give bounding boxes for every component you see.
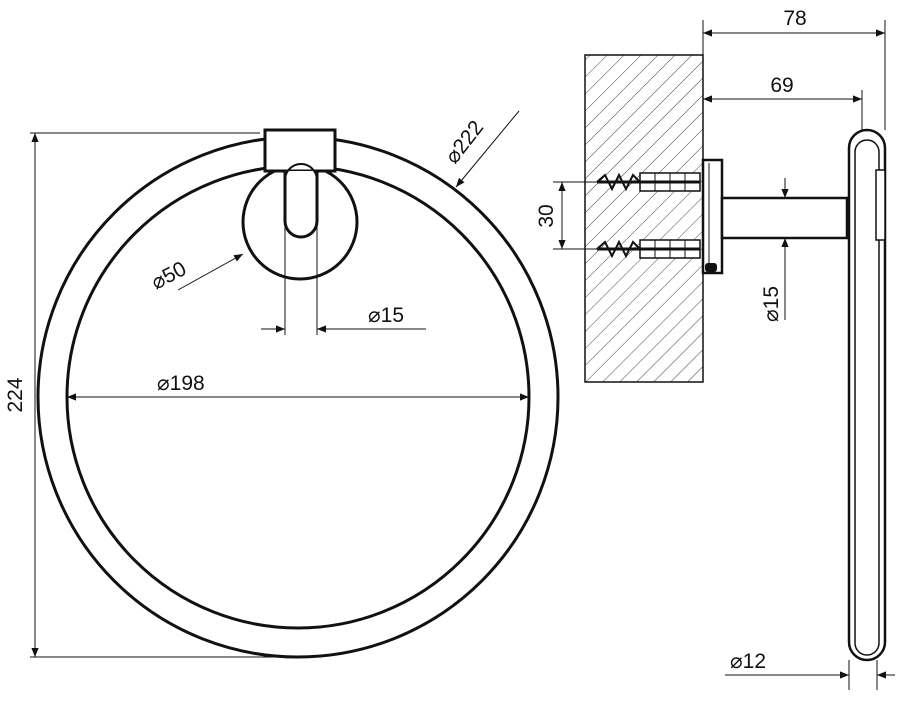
- dim-diameter-222: ⌀222: [441, 116, 488, 168]
- side-view: 78 69 30 ⌀15 ⌀12: [535, 7, 895, 690]
- dim-diameter-50: ⌀50: [148, 257, 191, 294]
- diameter-symbol: ⌀: [760, 309, 783, 322]
- dim-depth-78: 78: [783, 7, 806, 30]
- wall-section: [584, 54, 704, 383]
- wall-anchor-top: [596, 172, 701, 192]
- ring-side-profile: [847, 128, 887, 662]
- dim-diameter-15-front: ⌀15: [368, 304, 404, 327]
- dim-depth-69: 69: [770, 74, 793, 97]
- front-view: 224 ⌀222 ⌀198 ⌀50 ⌀15: [4, 110, 560, 659]
- dim-diameter-12: ⌀12: [730, 650, 766, 673]
- dim-spacing-30: 30: [535, 204, 558, 227]
- dim-diameter-198: ⌀198: [157, 372, 205, 395]
- diameter-symbol: ⌀: [730, 650, 743, 673]
- mount-arm: [720, 196, 849, 240]
- dim-height-224: 224: [4, 377, 27, 412]
- diameter-symbol: ⌀: [368, 304, 381, 327]
- wall-anchor-bottom: [596, 239, 701, 259]
- diameter-symbol: ⌀: [157, 372, 170, 395]
- stem-slot: [283, 171, 319, 239]
- mount-plate: [701, 158, 724, 275]
- dim-diameter-15-side: ⌀15: [760, 286, 783, 322]
